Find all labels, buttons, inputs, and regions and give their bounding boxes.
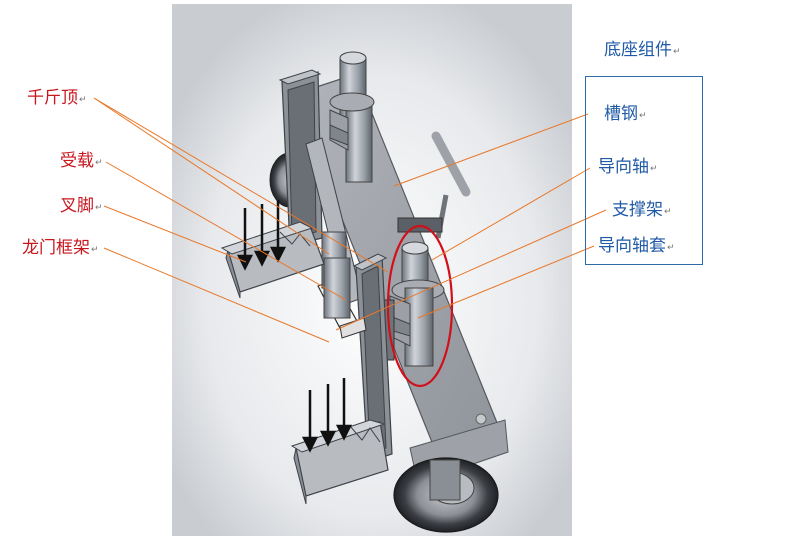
group-title: 底座组件↵	[604, 40, 681, 62]
paragraph-mark: ↵	[79, 95, 87, 105]
top-guide-shaft-cap	[339, 51, 367, 65]
label-guide-shaft-text: 导向轴	[598, 157, 649, 177]
label-support-frame-text: 支撑架	[612, 200, 663, 220]
paragraph-mark: ↵	[95, 203, 103, 213]
label-guide-sleeve-text: 导向轴套	[598, 236, 666, 256]
upper-fork-leg-brace	[279, 231, 311, 247]
label-jack-text: 千斤顶	[27, 88, 78, 108]
paragraph-mark: ↵	[667, 243, 675, 253]
leader-guide-shaft	[431, 167, 591, 261]
label-jack: 千斤顶↵	[27, 88, 87, 110]
mid-guide-shaft-cap	[401, 241, 429, 255]
leader-jack-1	[93, 97, 330, 255]
upper-gantry-post-face	[287, 81, 317, 239]
label-fork-leg: 叉脚↵	[60, 196, 103, 218]
leader-fork-leg	[103, 205, 247, 263]
wheel-bracket	[429, 459, 461, 501]
label-support-frame: 支撑架↵	[612, 200, 672, 222]
highlight-ellipse	[386, 224, 454, 388]
label-guide-sleeve: 导向轴套↵	[598, 236, 675, 258]
lower-fork-leg-brace	[349, 425, 381, 443]
top-support-rib-2	[329, 124, 349, 146]
lower-gantry-post-face	[361, 265, 387, 455]
load-arrows-lower	[301, 378, 353, 453]
paragraph-mark: ↵	[650, 164, 658, 174]
label-channel-steel: 槽钢↵	[604, 104, 647, 126]
leader-jack-2	[93, 97, 389, 273]
upper-fork-leg-front	[225, 248, 241, 299]
upper-gantry-top	[278, 69, 322, 85]
group-title-text: 底座组件	[604, 40, 672, 60]
paragraph-mark: ↵	[91, 245, 99, 255]
paragraph-mark: ↵	[95, 158, 103, 168]
lower-gantry-top	[352, 253, 388, 271]
handle-bar	[431, 131, 471, 197]
leader-support-frame	[335, 209, 607, 331]
label-load-text: 受载	[60, 151, 94, 171]
lower-fork-leg-front	[293, 447, 307, 505]
top-flange	[329, 92, 375, 112]
leader-load	[105, 161, 347, 301]
top-guide-sleeve	[345, 99, 373, 183]
label-fork-leg-text: 叉脚	[60, 196, 94, 216]
label-channel-steel-text: 槽钢	[604, 104, 638, 124]
label-guide-shaft: 导向轴↵	[598, 157, 658, 179]
leader-guide-sleeve	[417, 245, 595, 319]
paragraph-mark: ↵	[639, 111, 647, 121]
label-load: 受载↵	[60, 151, 103, 173]
base-assembly-box	[585, 76, 703, 265]
bolt-hole	[475, 413, 487, 425]
leader-gantry-frame	[103, 247, 330, 343]
jack-cylinder-lower	[323, 257, 351, 319]
paragraph-mark: ↵	[664, 207, 672, 217]
leader-lines	[93, 97, 607, 343]
label-gantry-frame: 龙门框架↵	[22, 238, 99, 260]
leader-channel-steel	[393, 113, 589, 187]
paragraph-mark: ↵	[673, 47, 681, 57]
load-arrows-upper	[236, 200, 287, 271]
label-gantry-frame-text: 龙门框架	[22, 238, 90, 258]
